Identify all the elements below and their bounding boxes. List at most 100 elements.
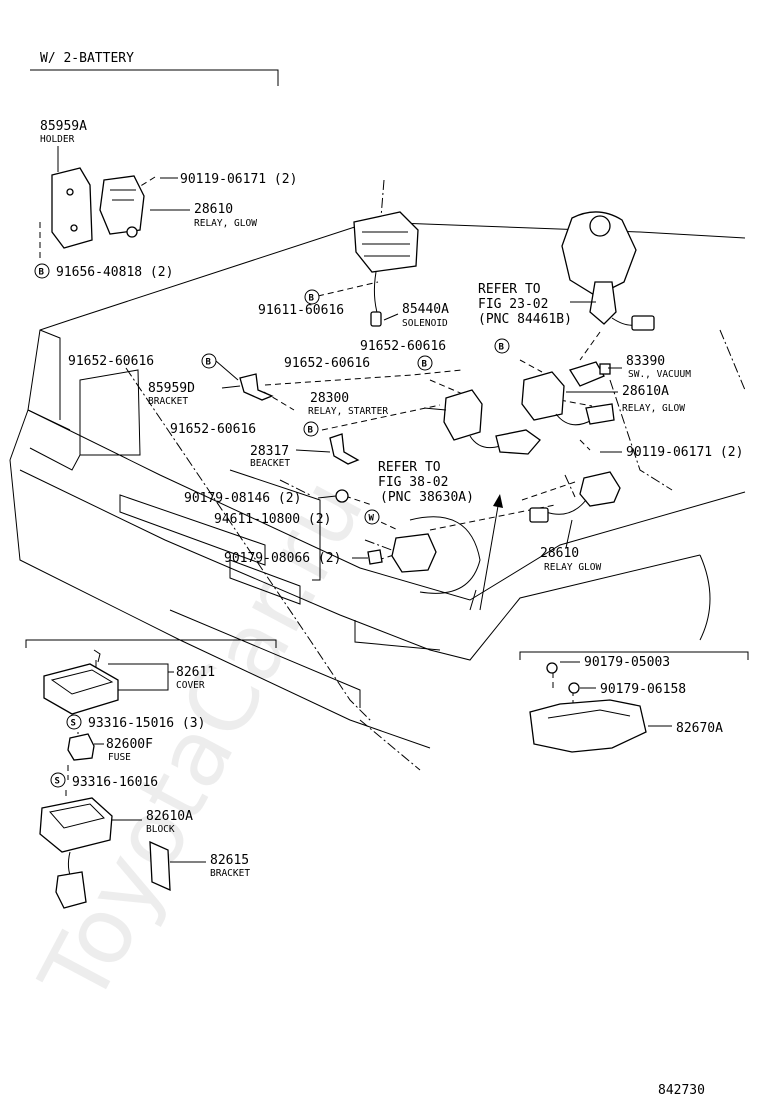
svg-text:RELAY, GLOW: RELAY, GLOW [194, 218, 257, 229]
callout-relay-glow-28610: 28610 RELAY, GLOW [150, 202, 257, 229]
callout-bolt-90119-06171-upper: 90119-06171 (2) [160, 172, 297, 187]
svg-text:93316-16016: 93316-16016 [72, 775, 158, 790]
callout-bolt-91656-40818: B 91656-40818 (2) [34, 263, 173, 280]
callout-holder-85959a: 85959A HOLDER [40, 119, 87, 172]
bracket-85959d-drawing [239, 373, 274, 401]
svg-text:83390: 83390 [626, 354, 665, 369]
starter-relay-mount-drawing [335, 489, 437, 573]
svg-text:94611-10800 (2): 94611-10800 (2) [214, 512, 331, 527]
section-title: W/ 2-BATTERY [40, 51, 134, 66]
svg-text:(PNC 84461B): (PNC 84461B) [478, 312, 572, 327]
svg-text:REFER TO: REFER TO [478, 282, 541, 297]
callout-solenoid-85440a: 85440A SOLENOID [383, 302, 449, 329]
sw-vacuum-83390-drawing [569, 361, 611, 387]
svg-text:91656-40818 (2): 91656-40818 (2) [56, 265, 173, 280]
callout-screw-93316-15016: S 93316-15016 (3) [66, 714, 205, 731]
svg-text:B: B [308, 426, 314, 436]
cover-82611-drawing [43, 649, 119, 715]
svg-text:(PNC 38630A): (PNC 38630A) [380, 490, 474, 505]
svg-text:90179-05003: 90179-05003 [584, 655, 670, 670]
svg-text:REFER TO: REFER TO [378, 460, 441, 475]
svg-text:93316-15016 (3): 93316-15016 (3) [88, 716, 205, 731]
callout-nut-90179-08066: 90179-08066 (2) [224, 551, 368, 566]
callout-bracket-28317: 28317 BEACKET [250, 444, 331, 469]
svg-text:SOLENOID: SOLENOID [402, 318, 448, 329]
callout-bolt-91652-60616-mid: 91652-60616 B [284, 355, 433, 371]
callout-bolt-91652-60616-right: 91652-60616 B [360, 338, 510, 354]
svg-text:FIG 38-02: FIG 38-02 [378, 475, 448, 490]
svg-text:28610: 28610 [540, 546, 579, 561]
part-82670a-drawing [529, 662, 647, 753]
callout-bolt-91611-60616: B 91611-60616 [258, 289, 344, 318]
section-bracket-line [30, 69, 279, 86]
callout-bolt-91652-60616-lower: 91652-60616 B [170, 421, 319, 437]
svg-text:S: S [71, 719, 76, 729]
callout-screw-93316-16016: S 93316-16016 [50, 772, 158, 790]
svg-text:91652-60616: 91652-60616 [360, 339, 446, 354]
relay-glow-28610-drawing [99, 175, 145, 238]
callout-washer-94611-10800: 94611-10800 (2) W [214, 509, 380, 527]
svg-text:FUSE: FUSE [108, 752, 131, 763]
svg-text:RELAY GLOW: RELAY GLOW [544, 562, 601, 573]
svg-text:82615: 82615 [210, 853, 249, 868]
svg-text:91652-60616: 91652-60616 [284, 356, 370, 371]
svg-text:90179-06158: 90179-06158 [600, 682, 686, 697]
leader-lines-dashed [39, 176, 601, 800]
svg-text:COVER: COVER [176, 680, 205, 691]
callout-refer-fig-38-02: REFER TO FIG 38-02 (PNC 38630A) [378, 460, 474, 505]
bracket-28317-drawing [329, 433, 360, 465]
svg-text:HOLDER: HOLDER [40, 134, 75, 145]
callout-sw-vacuum-83390: 83390 SW., VACUUM [608, 354, 691, 380]
solenoid-85440a-drawing [353, 211, 419, 327]
relay-glow-28610a-drawing [521, 371, 615, 426]
svg-text:28610: 28610 [194, 202, 233, 217]
callout-relay-starter-28300: 28300 RELAY, STARTER [308, 391, 447, 417]
callout-relay-glow-lower-28610: 28610 RELAY GLOW [540, 519, 601, 573]
svg-text:B: B [422, 360, 428, 370]
lower-left-group-bracket [25, 639, 277, 648]
svg-text:82670A: 82670A [676, 721, 723, 736]
svg-text:90179-08066 (2): 90179-08066 (2) [224, 551, 341, 566]
svg-text:FIG 23-02: FIG 23-02 [478, 297, 548, 312]
svg-text:28300: 28300 [310, 391, 349, 406]
callout-cover-82611: 82611 COVER [108, 663, 215, 691]
svg-text:BEACKET: BEACKET [250, 458, 290, 469]
svg-text:91652-60616: 91652-60616 [170, 422, 256, 437]
callout-bracket-85959d: 85959D BRACKET [148, 381, 241, 407]
svg-text:BLOCK: BLOCK [146, 824, 175, 835]
callout-bracket-82615: 82615 BRACKET [170, 853, 250, 879]
svg-text:28317: 28317 [250, 444, 289, 459]
callout-nut-90179-06158: 90179-06158 [580, 682, 686, 697]
leader-lines-dashdot [125, 179, 746, 771]
callout-fuse-82600f: 82600F FUSE [94, 737, 153, 763]
svg-text:RELAY, STARTER: RELAY, STARTER [308, 406, 388, 417]
svg-text:91652-60616: 91652-60616 [68, 354, 154, 369]
svg-text:85440A: 85440A [402, 302, 449, 317]
svg-text:B: B [309, 294, 315, 304]
callout-nut-90179-08146: 90179-08146 (2) [184, 491, 337, 506]
svg-text:82600F: 82600F [106, 737, 153, 752]
relay-starter-28300-drawing [443, 389, 541, 455]
svg-text:90119-06171 (2): 90119-06171 (2) [626, 445, 743, 460]
svg-text:91611-60616: 91611-60616 [258, 303, 344, 318]
callout-block-82610a: 82610A BLOCK [112, 809, 193, 835]
svg-text:85959A: 85959A [40, 119, 87, 134]
callout-part-82670a: 82670A [648, 721, 723, 736]
fuse-82600f-drawing [67, 733, 95, 761]
refer-arrows [469, 494, 503, 611]
svg-text:BRACKET: BRACKET [210, 868, 250, 879]
vehicle-front-body [9, 221, 746, 749]
block-82610a-drawing [39, 797, 113, 909]
svg-text:28610A: 28610A [622, 384, 669, 399]
svg-text:85959D: 85959D [148, 381, 195, 396]
callout-refer-fig-23-02: REFER TO FIG 23-02 (PNC 84461B) [478, 282, 596, 327]
callout-bolt-91652-60616-left: 91652-60616 B [68, 353, 239, 381]
svg-text:SW., VACUUM: SW., VACUUM [628, 369, 691, 380]
bracket-82615-drawing [149, 840, 171, 892]
figure-number: 842730 [658, 1083, 705, 1098]
svg-text:82610A: 82610A [146, 809, 193, 824]
svg-text:B: B [39, 268, 45, 278]
callout-bolt-90119-06171-glow: 90119-06171 (2) [600, 445, 743, 460]
relay-glow-lower-drawing [529, 471, 621, 523]
